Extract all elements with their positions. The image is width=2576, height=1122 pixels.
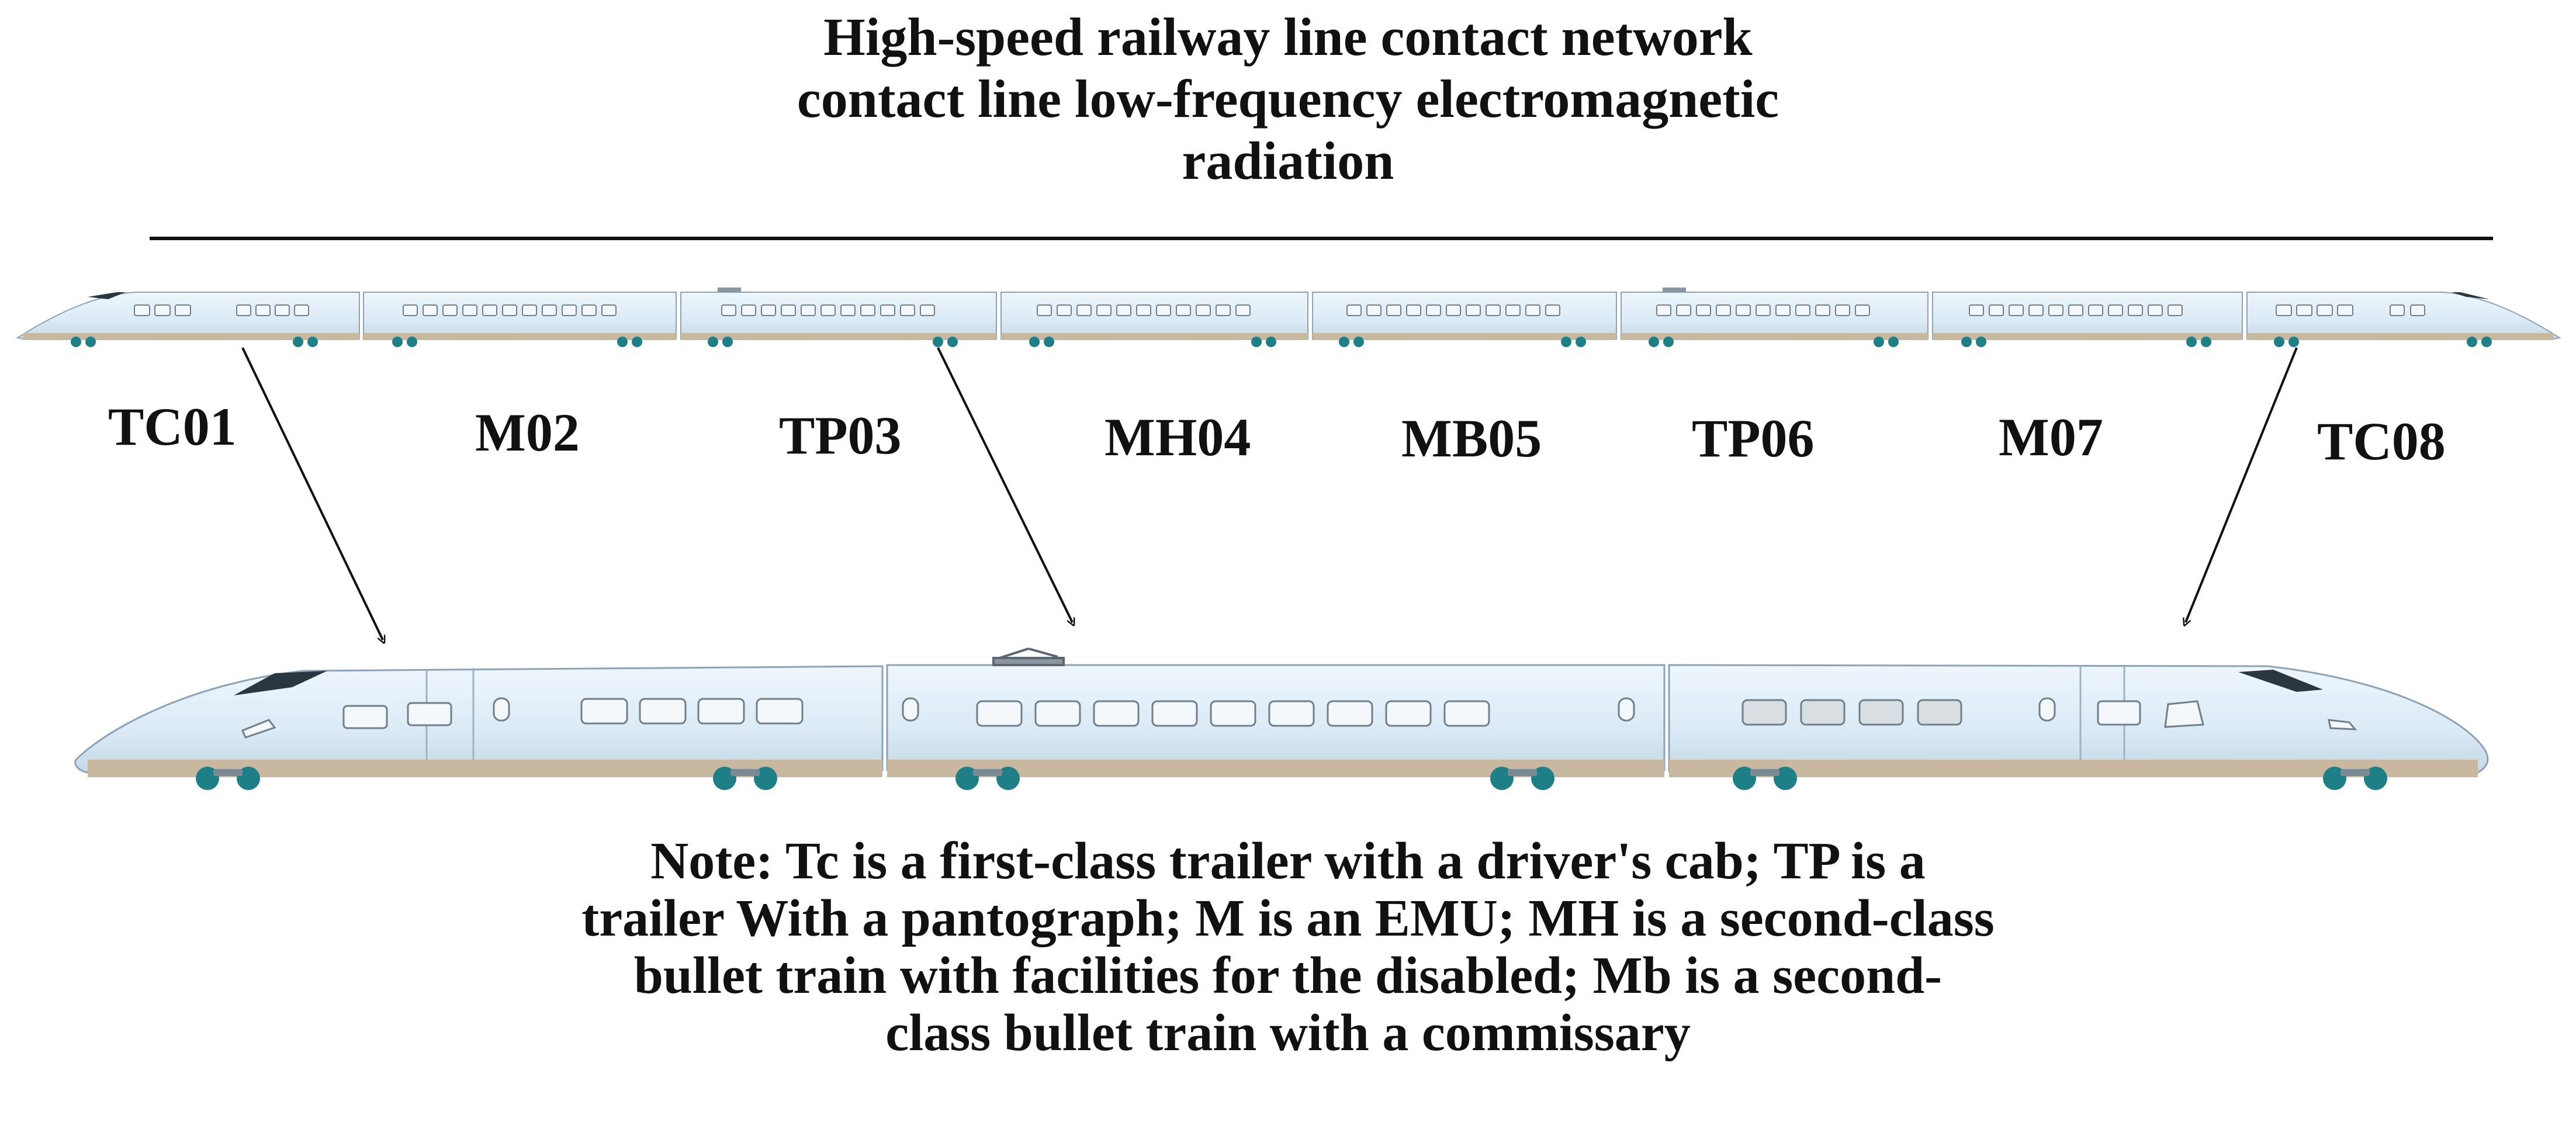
note-line-4: class bullet train with a commissary xyxy=(885,1004,1691,1062)
pantograph xyxy=(992,647,1065,666)
legend-note: Note: Tc is a first-class trailer with a… xyxy=(0,833,2576,1062)
car-label-mb05: MB05 xyxy=(1401,408,1542,468)
zoom-arrows xyxy=(241,347,2298,640)
note-line-1: Note: Tc is a first-class trailer with a… xyxy=(650,832,1926,890)
title-line-1: High-speed railway line contact network xyxy=(823,7,1753,67)
train-car-mh04 xyxy=(1000,292,1308,340)
car-label-mh04: MH04 xyxy=(1105,407,1251,467)
car-label-m02: M02 xyxy=(475,403,580,462)
title-line-2: contact line low-frequency electromagnet… xyxy=(797,69,1779,129)
car-label-tc08: TC08 xyxy=(2317,411,2446,471)
train-car-m02 xyxy=(363,292,677,340)
enlarged-bogies xyxy=(196,767,2387,790)
arrow-tp03 xyxy=(937,347,1072,622)
full-train-8-cars xyxy=(16,288,2561,347)
arrow-tc01 xyxy=(241,347,383,640)
train-car-tp06 xyxy=(1621,288,1928,340)
contact-line xyxy=(150,237,2493,240)
train-car-tp03 xyxy=(680,288,997,340)
car-label-m07: M07 xyxy=(1999,407,2103,467)
train-car-m07 xyxy=(1932,292,2243,340)
car-label-tp03: TP03 xyxy=(779,406,902,465)
enlarged-pantograph-car xyxy=(886,647,1666,777)
note-line-3: bullet train with facilities for the dis… xyxy=(633,947,1943,1005)
train-car-tc01 xyxy=(16,292,360,340)
car-label-tp06: TP06 xyxy=(1692,408,1815,468)
enlarged-tail-car xyxy=(1668,664,2489,777)
title-line-3: radiation xyxy=(1182,131,1394,191)
train-car-mb05 xyxy=(1312,292,1617,340)
train-car-tc08 xyxy=(2246,292,2561,340)
car-label-tc01: TC01 xyxy=(108,397,237,456)
enlarged-cars xyxy=(74,647,2489,790)
arrow-tc08 xyxy=(2186,347,2298,622)
top-bogies xyxy=(71,337,2492,347)
diagram-title: High-speed railway line contact network … xyxy=(0,6,2576,192)
note-line-2: trailer With a pantograph; M is an EMU; … xyxy=(581,889,1995,947)
enlarged-head-car xyxy=(74,665,884,777)
